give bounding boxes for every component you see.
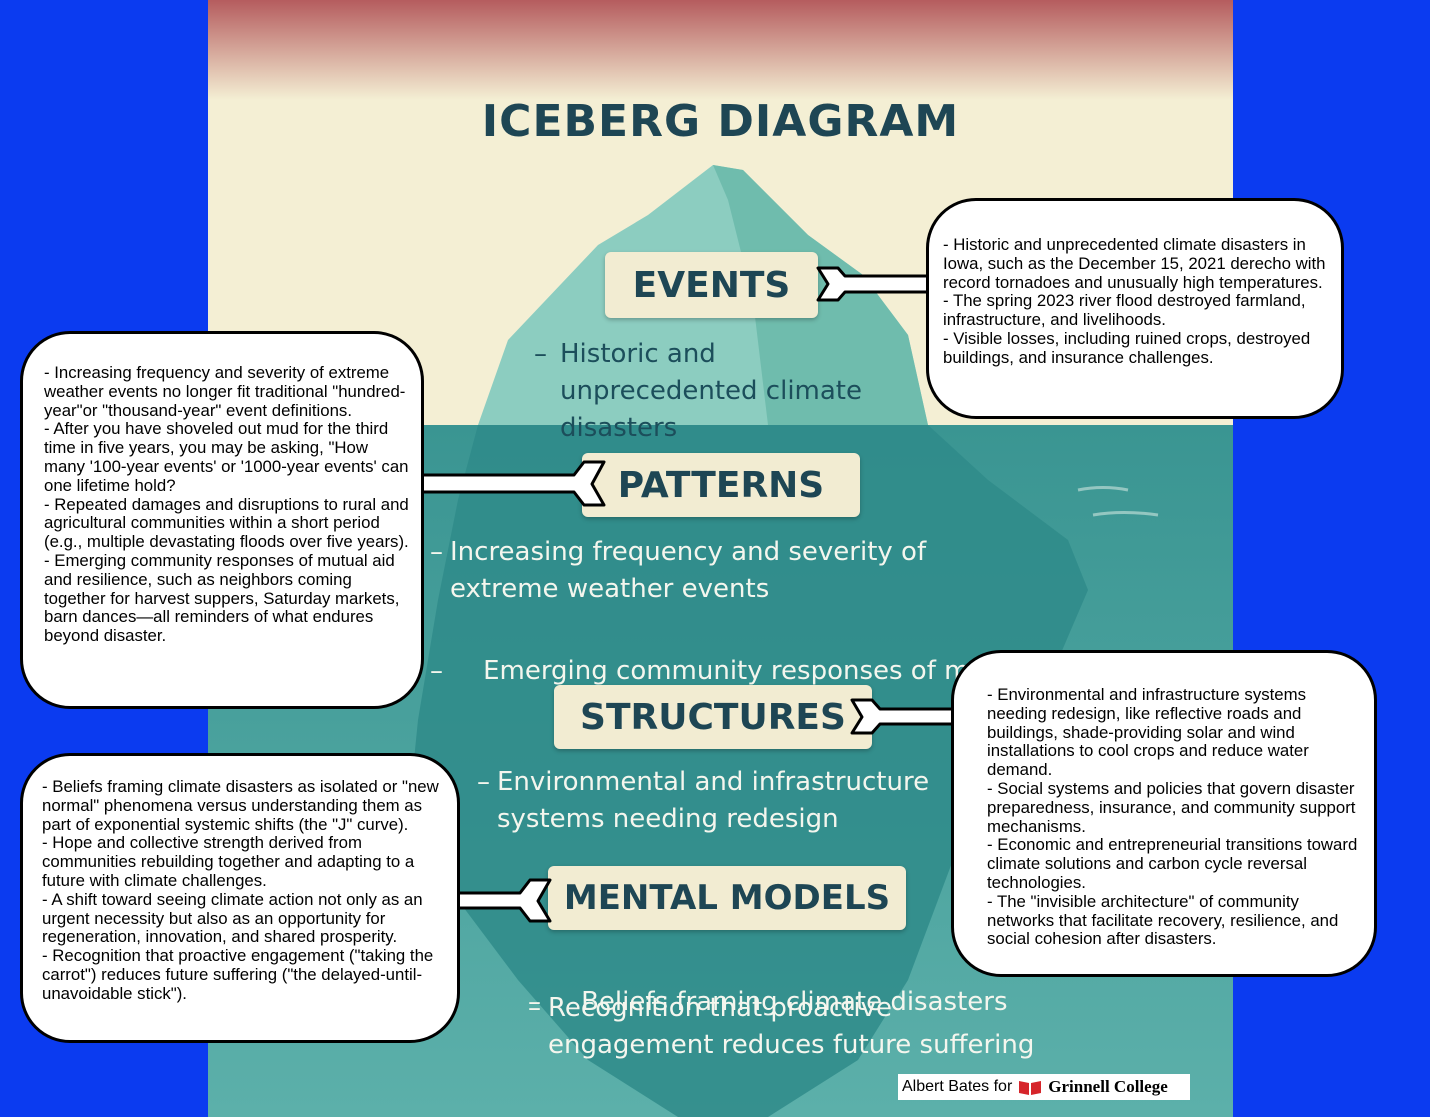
mental-models-bullet-1-text: Beliefs framing climate disasters xyxy=(581,987,1008,1017)
mental-models-callout: - Beliefs framing climate disasters as i… xyxy=(20,753,460,1043)
credit-badge: Albert Bates for Grinnell College xyxy=(898,1074,1190,1100)
patterns-label-box: PATTERNS xyxy=(582,453,860,517)
sunset-band xyxy=(208,0,1233,100)
mental-models-bullet-1: –Beliefs framing climate disasters xyxy=(528,987,1008,1017)
events-bullet: –Historic and unprecedented climate disa… xyxy=(534,339,862,443)
credit-prefix: Albert Bates for xyxy=(902,1078,1013,1095)
events-callout: - Historic and unprecedented climate dis… xyxy=(926,198,1344,419)
patterns-callout: - Increasing frequency and severity of e… xyxy=(20,331,424,709)
iceberg-submerged xyxy=(408,425,1088,1117)
structures-bullet-text: Environmental and infrastructure systems… xyxy=(497,767,930,834)
structures-label: STRUCTURES xyxy=(580,696,846,738)
page-title: ICEBERG DIAGRAM xyxy=(481,96,960,147)
patterns-bullet-1-text: Increasing frequency and severity of ext… xyxy=(450,537,927,604)
mental-models-bullet-2: –Recognition that proactive engagement r… xyxy=(528,993,1035,1060)
structures-label-box: STRUCTURES xyxy=(554,685,872,749)
patterns-label: PATTERNS xyxy=(617,464,825,506)
mental-models-label-box: MENTAL MODELS xyxy=(548,866,906,930)
events-label: EVENTS xyxy=(632,264,791,306)
structures-bullet: –Environmental and infrastructure system… xyxy=(477,767,930,834)
events-bullet-text: Historic and unprecedented climate disas… xyxy=(560,339,862,443)
mental-models-label: MENTAL MODELS xyxy=(563,878,891,918)
mental-models-bullet-2-text: Recognition that proactive engagement re… xyxy=(548,993,1035,1060)
structures-callout: - Environmental and infrastructure syste… xyxy=(951,650,1377,977)
book-logo-icon xyxy=(1019,1081,1042,1095)
patterns-bullet-1: –Increasing frequency and severity of ex… xyxy=(430,537,927,604)
credit-college: Grinnell College xyxy=(1048,1077,1168,1096)
events-label-box: EVENTS xyxy=(605,252,818,318)
